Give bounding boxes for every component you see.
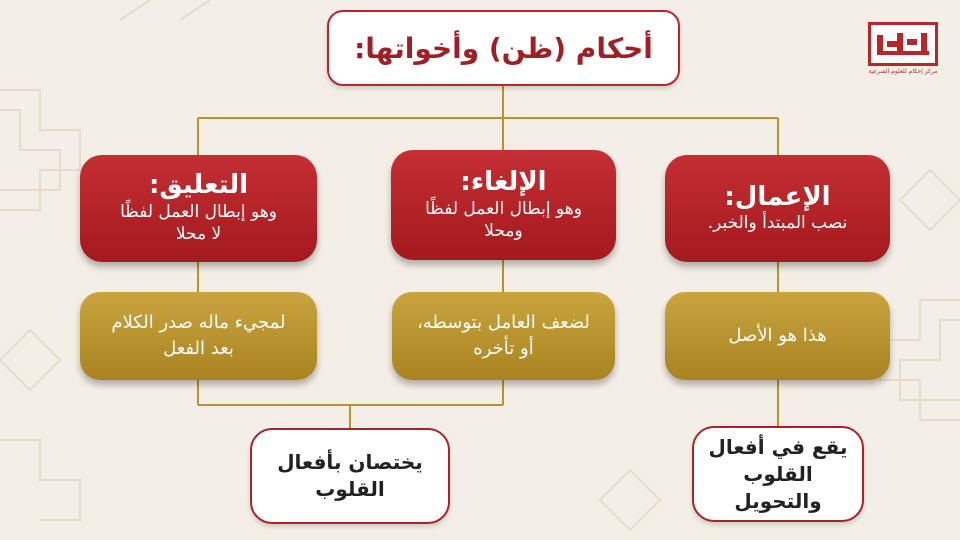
ilmal-note: يقع في أفعال القلوب والتحويل [708, 434, 848, 513]
ilmal-note-box: يقع في أفعال القلوب والتحويل [692, 426, 864, 522]
taliq-reason-box: لمجيء ماله صدر الكلام بعد الفعل [80, 292, 317, 380]
ilmal-heading: الإعمال: [724, 181, 831, 212]
ilmal-reason: هذا هو الأصل [728, 324, 827, 346]
ilgha-reason: لضعف العامل بتوسطه، أو تأخره [417, 311, 590, 359]
ilgha-taliq-note-box: يختصان بأفعال القلوب [250, 428, 450, 524]
ilmal-reason-box: هذا هو الأصل [665, 292, 890, 380]
logo-glyph-icon [877, 33, 929, 55]
diagram-title-text: أحكام (ظن) وأخواتها: [354, 31, 653, 65]
ilmal-box: الإعمال: نصب المبتدأ والخبر. [665, 155, 890, 262]
taliq-heading: التعليق: [148, 170, 249, 201]
ilgha-reason-box: لضعف العامل بتوسطه، أو تأخره [392, 292, 615, 380]
taliq-box: التعليق: وهو إبطال العمل لفظًا لا محلا [80, 155, 317, 262]
ilmal-detail: نصب المبتدأ والخبر. [707, 213, 848, 234]
taliq-detail: وهو إبطال العمل لفظًا لا محلا [120, 202, 277, 245]
logo-tagline: مركز إحكام للعلوم الشرعية [868, 68, 938, 75]
logo-mark [868, 22, 938, 66]
ilgha-detail: وهو إبطال العمل لفظًا ومحلا [425, 198, 582, 241]
diagram-title: أحكام (ظن) وأخواتها: [327, 10, 680, 86]
taliq-reason: لمجيء ماله صدر الكلام بعد الفعل [111, 311, 286, 359]
ilgha-heading: الإلغاء: [460, 166, 547, 197]
brand-logo: مركز إحكام للعلوم الشرعية [864, 22, 942, 75]
ilgha-taliq-note: يختصان بأفعال القلوب [277, 450, 423, 501]
ilgha-box: الإلغاء: وهو إبطال العمل لفظًا ومحلا [391, 150, 616, 260]
